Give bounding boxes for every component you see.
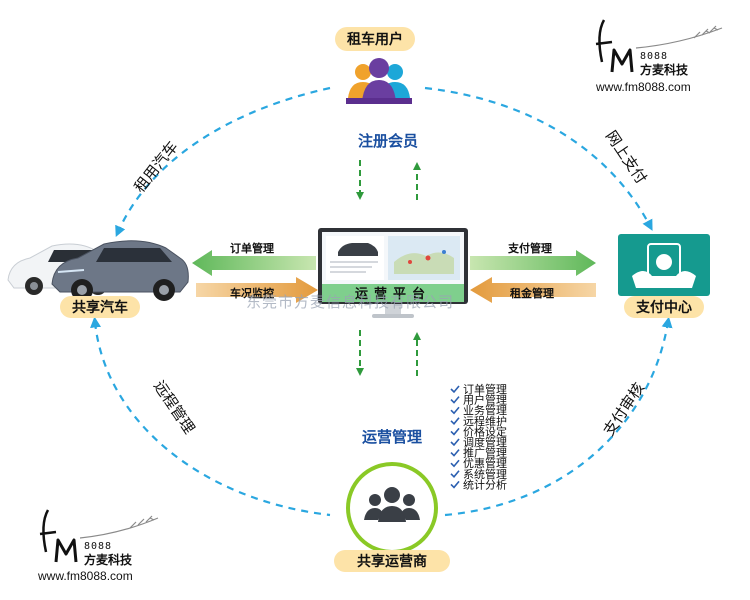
online-payment-label: 网上支付 xyxy=(602,127,650,187)
operations-list-item: 优惠管理 xyxy=(463,456,507,470)
renter-label: 租车用户 xyxy=(347,31,403,48)
operations-arrows xyxy=(356,330,421,376)
operations-list-item: 调度管理 xyxy=(463,435,507,449)
payment-center-label: 支付中心 xyxy=(635,299,692,316)
operator-pill xyxy=(334,550,450,572)
check-icon xyxy=(450,438,460,447)
rent-management-label: 租金管理 xyxy=(510,286,554,300)
operations-list-item: 推广管理 xyxy=(463,446,507,460)
check-icon xyxy=(450,449,460,457)
logo-top: 8088 方麦科技 www.fm8088.com xyxy=(595,19,723,94)
screen-car-list xyxy=(326,236,384,280)
check-icon xyxy=(450,385,460,394)
company-watermark: 东莞市方麦信息科技有限公司 xyxy=(246,293,454,311)
arc-top-right xyxy=(424,86,653,231)
monitor-stand xyxy=(385,304,401,314)
operations-list-item: 系统管理 xyxy=(463,467,507,481)
team-icon xyxy=(364,487,420,522)
flow-arrows xyxy=(192,250,596,303)
logo-website-bottom: www.fm8088.com xyxy=(37,569,133,583)
check-icon xyxy=(450,427,460,436)
dark-car-icon xyxy=(51,240,189,301)
check-icon xyxy=(450,459,460,468)
rent-car-label: 租用汽车 xyxy=(130,138,181,196)
shared-car-label: 共享汽车 xyxy=(72,299,128,316)
register-label: 注册会员 xyxy=(358,132,418,150)
logo-digits-top: 8088 xyxy=(640,51,668,62)
operations-label: 运营管理 xyxy=(362,428,422,446)
shared-car-node: 共享汽车 xyxy=(7,240,189,318)
platform-bar xyxy=(322,284,464,302)
check-icon xyxy=(450,470,460,478)
logo-digits-bottom: 8088 xyxy=(84,541,112,552)
monitor-base xyxy=(372,314,414,318)
fm-logo-mark-bottom xyxy=(39,509,159,563)
logo-company-bottom: 方麦科技 xyxy=(84,552,133,567)
fm-logo-mark xyxy=(595,19,723,73)
payment-center-node: 支付中心 xyxy=(618,234,710,318)
check-icon xyxy=(450,406,460,415)
screen-map xyxy=(388,236,460,280)
shared-car-pill xyxy=(60,296,140,318)
platform-monitor: 运营平台 xyxy=(318,228,468,318)
payment-center-pill xyxy=(624,296,704,318)
operations-list-item: 统计分析 xyxy=(463,477,507,491)
operations-list-item: 远程维护 xyxy=(463,414,507,428)
payment-arrow xyxy=(470,250,596,276)
users-group-icon xyxy=(346,58,412,104)
order-arrow xyxy=(192,250,316,276)
arc-bottom-right xyxy=(444,316,673,517)
car-monitoring-label: 车况监控 xyxy=(230,286,274,300)
payment-review-label: 支付审核 xyxy=(600,379,648,439)
order-management-label: 订单管理 xyxy=(230,241,274,255)
renter-pill xyxy=(335,27,415,51)
logo-website-top: www.fm8088.com xyxy=(595,80,691,94)
operations-list-item: 用户管理 xyxy=(463,393,507,407)
logo-company-top: 方麦科技 xyxy=(640,62,689,77)
check-icon xyxy=(450,396,460,404)
remote-management-label: 远程管理 xyxy=(150,377,198,437)
register-arrows xyxy=(356,160,421,200)
renter-node: 租车用户 xyxy=(335,27,415,104)
operations-list-item: 业务管理 xyxy=(463,403,507,417)
arc-bottom-left xyxy=(90,316,331,517)
check-icon xyxy=(450,480,460,489)
logo-bottom: 8088 方麦科技 www.fm8088.com xyxy=(37,509,159,583)
check-icon xyxy=(450,417,460,425)
dashed-arcs xyxy=(90,86,673,517)
rent-arrow xyxy=(470,277,596,303)
payment-card-icon xyxy=(632,243,696,288)
arc-top-left xyxy=(115,86,331,238)
operations-list-item: 价格设定 xyxy=(463,424,507,438)
monitor-arrow xyxy=(196,277,318,303)
operations-list-item: 订单管理 xyxy=(463,382,507,396)
operator-label: 共享运营商 xyxy=(357,553,427,570)
operator-node: 共享运营商 xyxy=(334,462,450,572)
payment-management-label: 支付管理 xyxy=(507,241,552,255)
platform-label: 运营平台 xyxy=(355,286,431,302)
